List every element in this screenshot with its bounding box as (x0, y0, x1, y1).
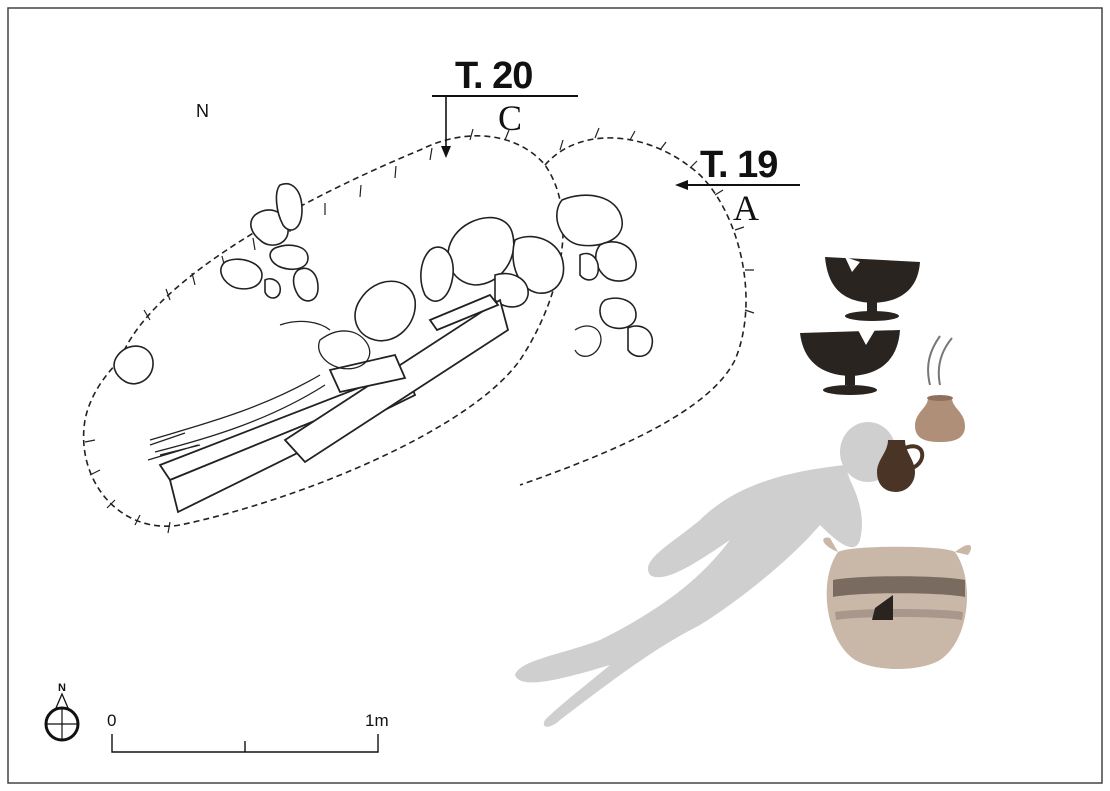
scale-bar: 0 1m (107, 711, 389, 753)
tomb-20-arrowhead (441, 146, 451, 158)
compass-arrow-icon (55, 692, 69, 709)
tomb-20-section-letter: C (498, 98, 522, 138)
tomb-19-arrowhead (675, 180, 688, 190)
stones-group (113, 183, 654, 385)
skeleton-sketch (147, 320, 602, 461)
small-jar (915, 395, 965, 442)
figure-frame (7, 7, 1103, 784)
coffin-planks (158, 293, 510, 514)
scale-end-label: 1m (365, 711, 389, 730)
compass-north-letter: N (58, 682, 66, 694)
tomb-20-pit-outline (82, 135, 564, 527)
tomb-19-section-letter: A (733, 188, 759, 228)
tomb-19-label: T. 19 (700, 144, 777, 186)
kylix-cup-top (825, 257, 920, 321)
small-jug (877, 440, 925, 492)
wire-fragments (927, 335, 953, 386)
compass-rose: N (44, 682, 80, 742)
pit-edge-hatching (84, 127, 755, 534)
scale-start-label: 0 (107, 711, 116, 730)
tomb-19-marker: T. 19 A (675, 144, 800, 228)
amphora-krater (823, 537, 972, 669)
tomb-20-marker: T. 20 C (432, 55, 578, 158)
tomb-20-label: T. 20 (455, 55, 532, 97)
kylix-cup-bottom (800, 330, 900, 395)
plan-north-letter: N (196, 101, 209, 121)
